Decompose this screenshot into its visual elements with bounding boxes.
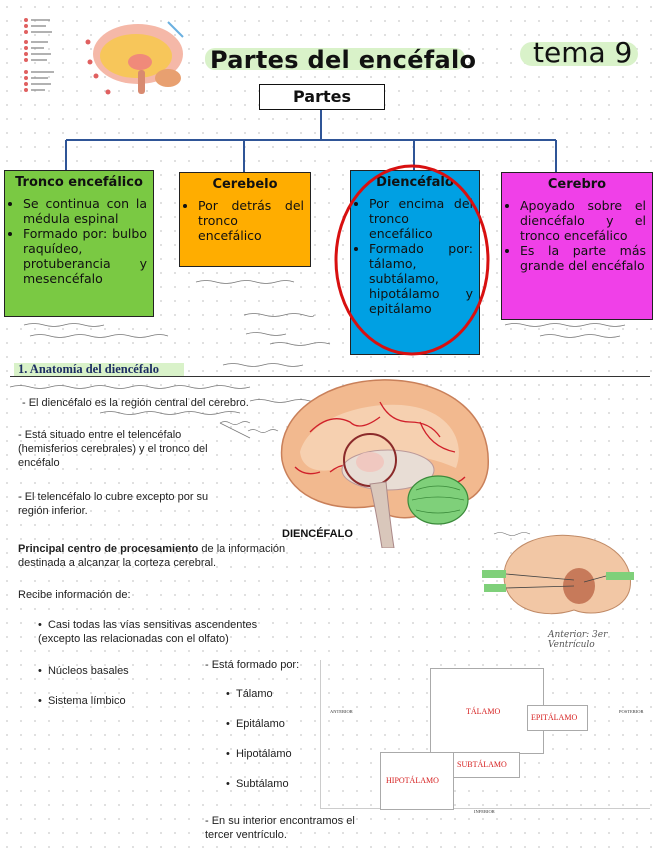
header-brain-thumbnail — [18, 12, 193, 112]
diencefalo-image-label: DIENCÉFALO — [282, 528, 353, 540]
paragraph-recibe: Recibe información de: — [18, 589, 131, 601]
box-diencefalo: Diencéfalo Por encima del tronco encefál… — [350, 170, 480, 355]
box-title: Cerebro — [547, 177, 607, 192]
paragraph-processing: Principal centro de procesamiento de la … — [18, 542, 293, 570]
section-title: 1. Anatomía del diencéfalo — [18, 362, 159, 376]
diagram-epitalamo-box — [527, 705, 588, 731]
partes-root-box: Partes — [259, 84, 385, 110]
box-item: Es la parte más grande del encéfalo — [520, 243, 646, 273]
formado-text: Hipotálamo — [235, 748, 292, 760]
box-title: Tronco encefálico — [15, 175, 143, 190]
handwritten-scribbles — [9, 280, 626, 389]
tree-connectors — [65, 110, 557, 172]
brain-sagittal-illustration — [280, 379, 489, 548]
box-item: Apoyado sobre el diencéfalo y el tronco … — [520, 198, 646, 243]
box-item: Formado por: bulbo raquídeo, protuberanc… — [23, 226, 147, 286]
paragraph-interior: - En su interior encontramos el tercer v… — [205, 815, 355, 841]
diagram-subtalamo-label: SUBTÁLAMO — [457, 760, 507, 769]
diagram-anterior-label: ANTERIOR — [330, 709, 353, 714]
tema-highlight — [520, 42, 638, 66]
formado-item-4: • Subtálamo — [226, 778, 289, 790]
paragraph-cover: - El telencéfalo lo cubre excepto por su… — [18, 491, 209, 517]
box-item: Por encima del tronco encefálico — [369, 196, 473, 241]
diagram-posterior-label: POSTERIOR — [619, 709, 644, 714]
formado-item-3: • Hipotálamo — [226, 748, 292, 760]
recibe-text: Casi todas las vías sensitivas ascendent… — [38, 619, 258, 645]
formado-text: Epitálamo — [235, 718, 285, 730]
diagram-bottom-border — [320, 808, 650, 809]
title-highlight — [205, 48, 465, 70]
formado-text: Subtálamo — [235, 778, 289, 790]
formado-item-2: • Epitálamo — [226, 718, 285, 730]
red-circle-annotation — [334, 164, 490, 356]
recibe-text: Núcleos basales — [47, 665, 129, 677]
diagram-inferior-label: INFERIOR — [474, 809, 495, 814]
box-tronco-encefalico: Tronco encefálico Se continua con la méd… — [4, 170, 154, 317]
paragraph-region: - El diencéfalo es la región central del… — [22, 397, 249, 409]
paragraph-location: - Está situado entre el telencéfalo (hem… — [18, 429, 208, 469]
diagram-talamo-box — [430, 668, 544, 754]
handwritten-ventricle-note: Anterior: 3er Ventrículo — [548, 630, 608, 650]
diagram-hipotalamo-box — [380, 752, 454, 810]
processing-rest: de la información destinada a alcanzar l… — [18, 543, 286, 569]
diagram-left-border — [320, 660, 321, 808]
brain-small-illustration — [482, 532, 634, 615]
page-title: Partes del encéfalo — [210, 46, 477, 74]
diagram-subtalamo-box — [452, 752, 520, 778]
processing-bold: Principal centro de procesamiento — [18, 543, 199, 555]
recibe-item-1: • Casi todas las vías sensitivas ascende… — [38, 619, 258, 645]
box-item: Se continua con la médula espinal — [23, 196, 147, 226]
formado-text: Tálamo — [235, 688, 273, 700]
section-divider — [10, 376, 650, 377]
diagram-talamo-label: TÁLAMO — [466, 707, 501, 716]
recibe-item-3: • Sistema límbico — [38, 695, 126, 707]
section-title-highlight — [14, 363, 184, 376]
box-item: Por detrás del tronco encefálico — [198, 198, 304, 243]
formado-item-1: • Tálamo — [226, 688, 273, 700]
tema-label: tema 9 — [533, 36, 633, 69]
recibe-text: Sistema límbico — [47, 695, 126, 707]
box-cerebelo: Cerebelo Por detrás del tronco encefálic… — [179, 172, 311, 267]
box-item: Formado por: tálamo, subtálamo, hipotála… — [369, 241, 473, 316]
diagram-hipotalamo-label: HIPOTÁLAMO — [386, 776, 439, 785]
diagram-epitalamo-label: EPITÁLAMO — [531, 713, 578, 722]
box-title: Diencéfalo — [376, 175, 454, 190]
recibe-item-2: • Núcleos basales — [38, 665, 129, 677]
box-cerebro: Cerebro Apoyado sobre el diencéfalo y el… — [501, 172, 653, 320]
box-title: Cerebelo — [212, 177, 278, 192]
formado-title: - Está formado por: — [205, 659, 300, 671]
